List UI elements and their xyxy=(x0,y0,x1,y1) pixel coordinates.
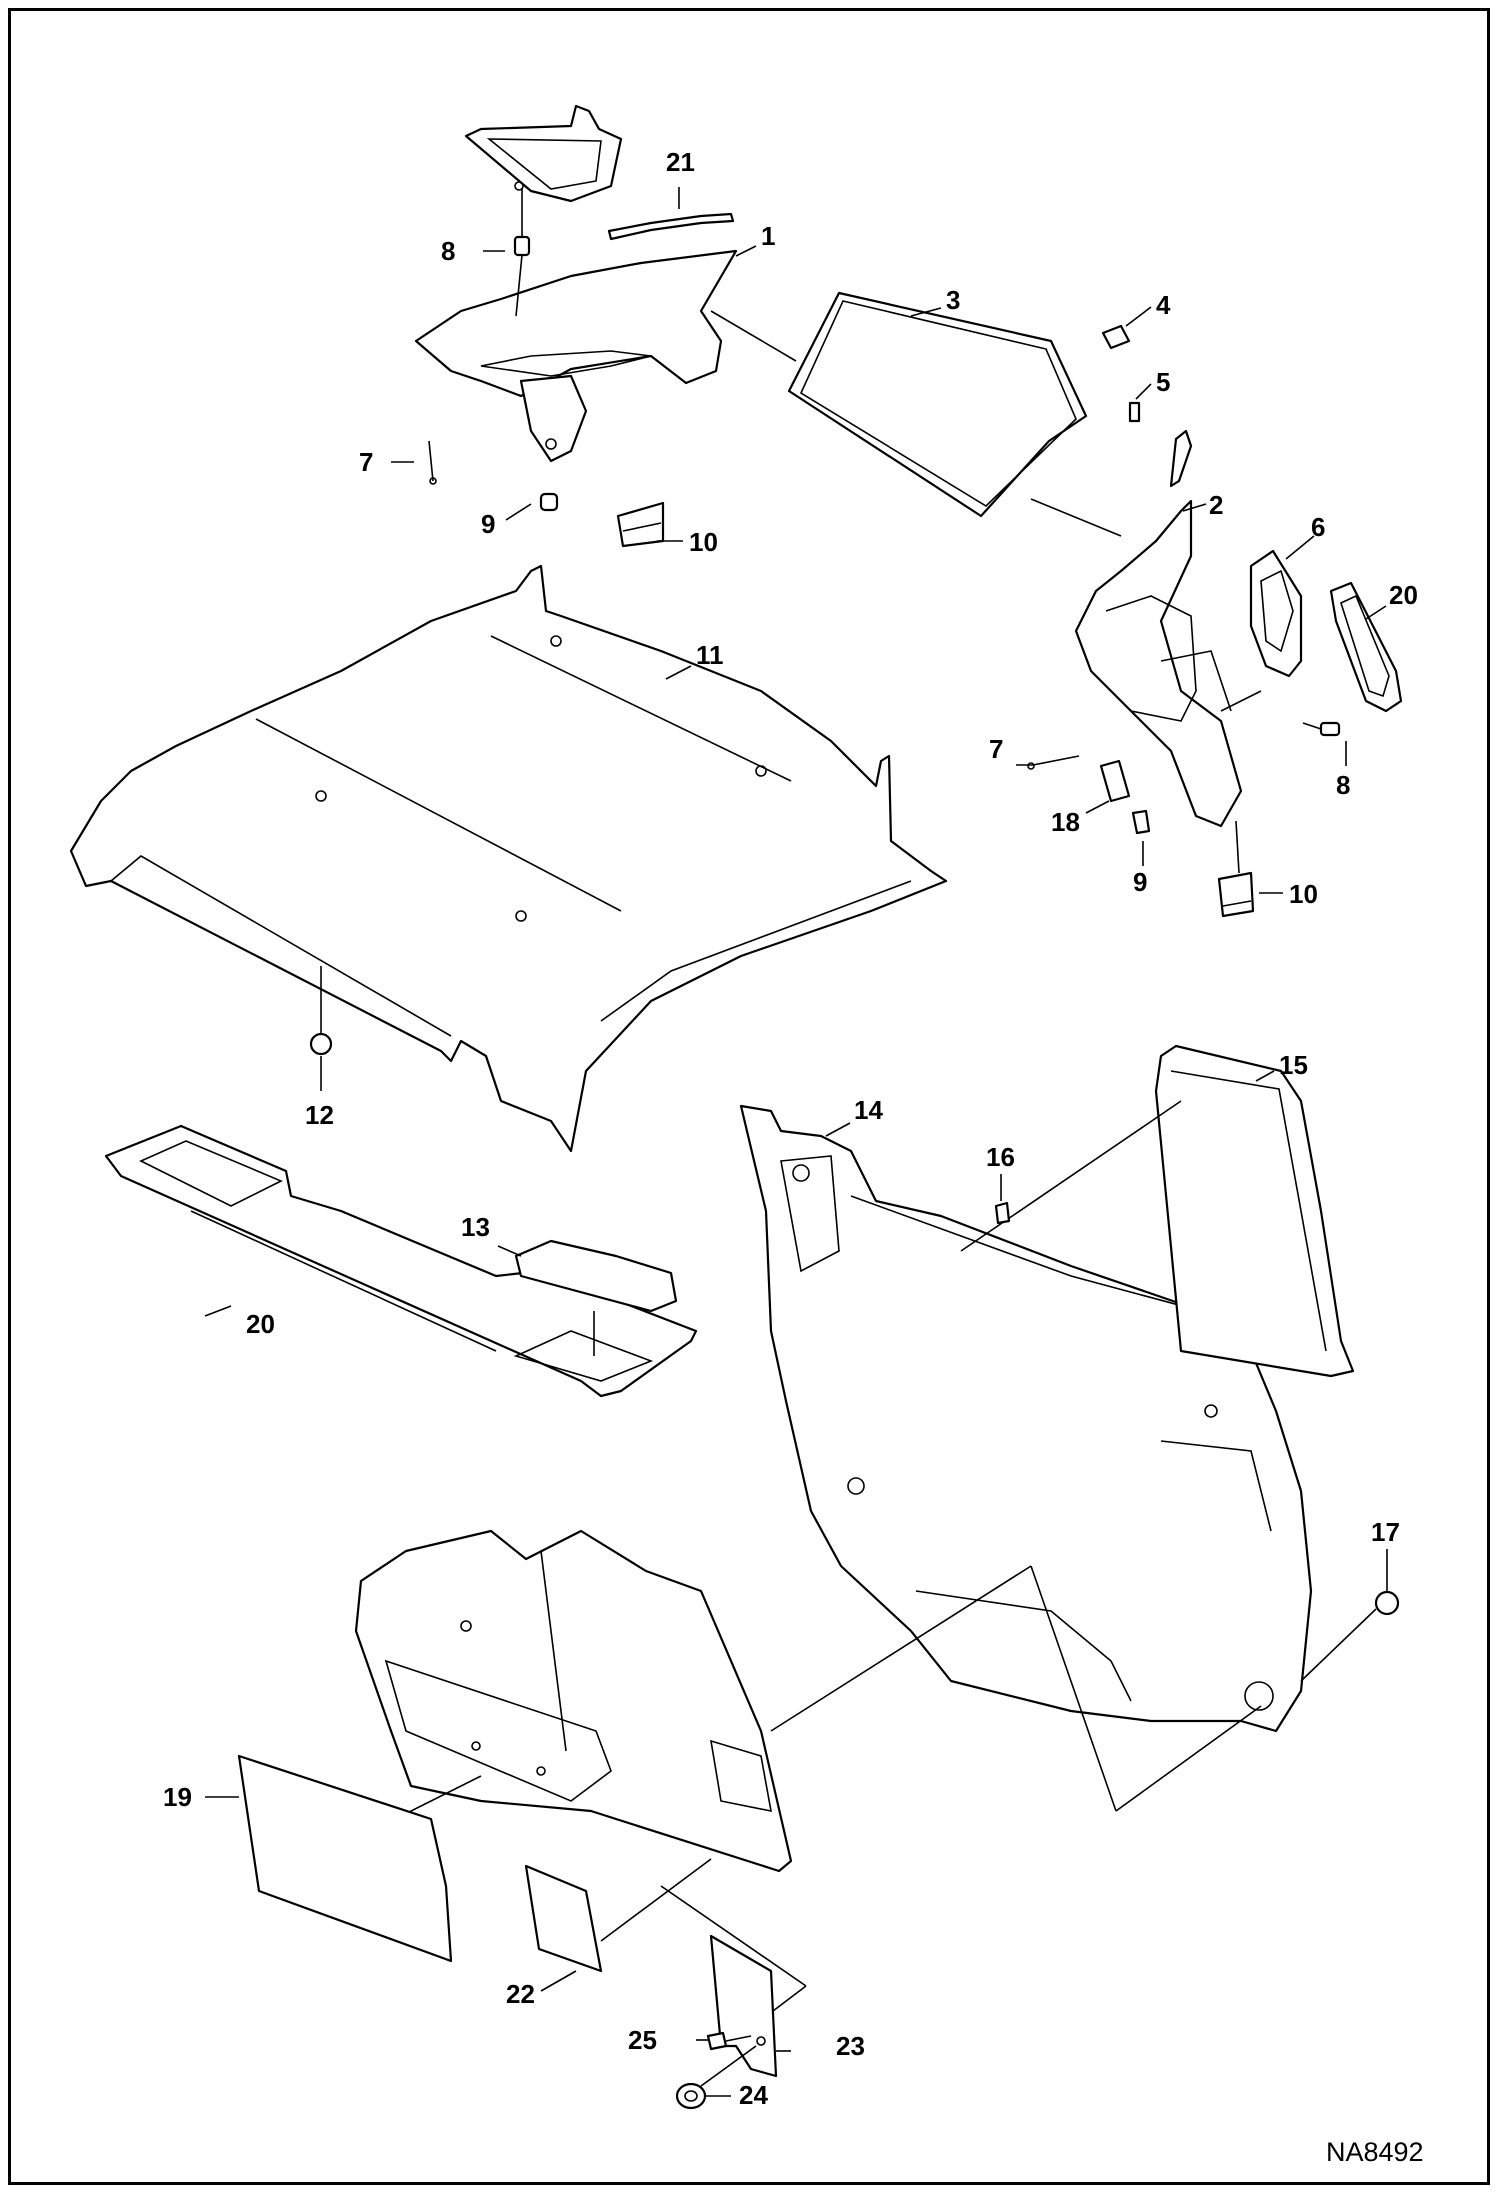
drawing-id: NA8492 xyxy=(1326,2137,1424,2167)
callout-12: 12 xyxy=(305,1100,334,1130)
callout-23: 23 xyxy=(836,2031,865,2061)
part-7-pin-right xyxy=(1027,755,1080,770)
part-22-pad xyxy=(524,1864,603,1973)
callout-8-right: 8 xyxy=(1336,770,1350,800)
part-9-nut-right xyxy=(1131,809,1151,835)
callout-21: 21 xyxy=(666,147,695,177)
part-7-pin-top xyxy=(428,440,437,485)
callout-19: 19 xyxy=(163,1782,192,1812)
callout-6: 6 xyxy=(1311,512,1325,542)
part-21-strip xyxy=(607,212,735,241)
part-back-panel xyxy=(354,1529,793,1873)
part-19-pad xyxy=(237,1754,453,1963)
callout-11: 11 xyxy=(696,640,724,670)
part-bracket-top xyxy=(464,104,623,203)
part-14-side-trim xyxy=(739,1104,1313,1733)
callout-18: 18 xyxy=(1051,807,1080,837)
part-6-cover xyxy=(1249,549,1303,678)
callout-8-top: 8 xyxy=(441,236,455,266)
callout-13: 13 xyxy=(461,1212,490,1242)
part-10-clip-top xyxy=(616,501,665,548)
part-2-pillar-trim xyxy=(1074,429,1243,828)
part-16-clip xyxy=(994,1201,1011,1225)
part-8-screw-top xyxy=(513,188,531,317)
callout-20-right: 20 xyxy=(1389,580,1418,610)
diagram-sheet: 21 1 8 3 4 5 7 9 10 2 6 20 11 7 8 18 9 1… xyxy=(8,8,1490,2185)
callout-3: 3 xyxy=(946,285,960,315)
part-8-screw-right xyxy=(1319,721,1341,737)
callout-20-left: 20 xyxy=(246,1309,275,1339)
callout-14: 14 xyxy=(854,1095,883,1125)
callout-10-right: 10 xyxy=(1289,879,1318,909)
part-11-headliner xyxy=(69,564,948,1153)
callout-10-top: 10 xyxy=(689,527,718,557)
part-1-trim-panel xyxy=(414,249,738,463)
part-25-screw xyxy=(706,2031,728,2051)
callout-24: 24 xyxy=(739,2080,768,2110)
part-18-clip xyxy=(1099,759,1131,803)
callout-9-top: 9 xyxy=(481,509,495,539)
callout-9-right: 9 xyxy=(1133,867,1147,897)
part-13-pad xyxy=(514,1239,678,1313)
callout-22: 22 xyxy=(506,1979,535,2009)
callout-1: 1 xyxy=(761,221,775,251)
exploded-parts-diagram: 21 1 8 3 4 5 7 9 10 2 6 20 11 7 8 18 9 1… xyxy=(69,104,1424,2167)
part-4-clip xyxy=(1101,324,1131,350)
part-3-pad xyxy=(787,291,1088,518)
callout-15: 15 xyxy=(1279,1050,1308,1080)
callout-2: 2 xyxy=(1209,490,1223,520)
callout-7-top: 7 xyxy=(359,447,373,477)
part-15-panel xyxy=(1154,1044,1355,1378)
part-9-nut-top xyxy=(539,492,559,512)
callout-16: 16 xyxy=(986,1142,1015,1172)
callout-17: 17 xyxy=(1371,1517,1400,1547)
callout-leaders xyxy=(204,187,1388,2097)
callout-25: 25 xyxy=(628,2025,657,2055)
part-5-screw xyxy=(1128,401,1141,423)
part-10-clip-right xyxy=(1217,871,1255,918)
callout-7-right: 7 xyxy=(989,734,1003,764)
part-24-grommet xyxy=(675,2082,707,2110)
part-12-fastener xyxy=(309,966,333,1056)
part-20-gasket-right xyxy=(1329,581,1403,713)
part-17-fastener xyxy=(1374,1571,1400,1616)
callout-5: 5 xyxy=(1156,367,1170,397)
callout-4: 4 xyxy=(1156,290,1171,320)
